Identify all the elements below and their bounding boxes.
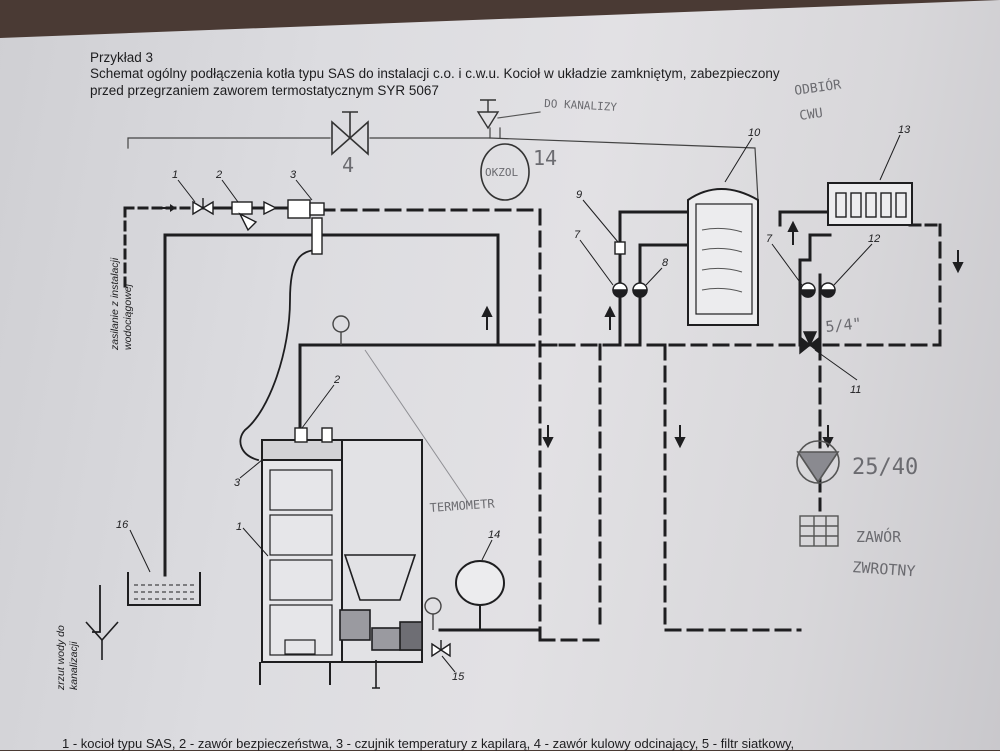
title-line-2: przed przegrzaniem zaworem termostatyczn… (90, 83, 439, 98)
num-3: 3 (234, 477, 241, 489)
leader-12 (833, 243, 873, 286)
num-8: 8 (662, 257, 669, 269)
expansion-vessel-14 (455, 560, 505, 606)
leader-6 (295, 179, 313, 201)
hot-water-tank-10 (687, 188, 759, 326)
arrowhead-down-1 (542, 437, 554, 449)
overflow-line-mid (369, 127, 491, 139)
leader-8 (645, 267, 663, 286)
hand-4: 4 (342, 153, 354, 177)
drain-funnel (85, 621, 119, 660)
tank-return (638, 243, 692, 347)
leader-3 (239, 459, 263, 479)
leader-1 (242, 527, 269, 557)
cwu-line (778, 210, 832, 227)
return-pipe-2 (663, 343, 802, 632)
num-11: 11 (850, 384, 861, 396)
num-7a: 7 (574, 229, 581, 241)
leader-7a (579, 239, 614, 286)
title-line-1: Schemat ogólny podłączenia kotła typu SA… (90, 66, 780, 81)
hand-14: 14 (533, 146, 557, 170)
hand-odbior: ODBIÓR (793, 77, 842, 99)
pump-hand-drawn (796, 440, 840, 484)
drain-tank-16 (92, 572, 201, 633)
num-13: 13 (898, 124, 911, 136)
ball-valve-4 (192, 198, 214, 216)
leader-9 (582, 199, 619, 243)
ball-valve-4-hand (331, 111, 369, 156)
num-7b: 7 (766, 233, 773, 245)
leader-7b (771, 243, 803, 286)
burner-feeder (339, 609, 423, 689)
num-10: 10 (748, 127, 761, 139)
num-5: 2 (215, 169, 222, 181)
arrowhead-up-1 (481, 305, 493, 317)
arrowhead-supply (170, 204, 176, 212)
drain-valve-15 (431, 640, 451, 658)
safety-valve-hand (476, 99, 500, 130)
num-4: 1 (172, 169, 178, 181)
leader-5 (221, 179, 239, 203)
hand-termometr: TERMOMETR (429, 496, 496, 515)
leader-4 (177, 179, 196, 203)
tank-supply (618, 210, 692, 347)
check-valve-hand (799, 515, 839, 547)
num-16: 16 (116, 519, 129, 531)
hand-pipe-size: 5/4" (825, 314, 863, 336)
hand-25-40: 25/40 (852, 455, 918, 480)
thermostatic-valve-6 (263, 199, 325, 255)
boiler-flow-top (163, 233, 500, 347)
num-1: 1 (236, 521, 242, 533)
arrowhead-down-2 (674, 437, 686, 449)
capillary-line (239, 249, 319, 462)
radiator-13 (827, 182, 913, 226)
overflow-line-left (127, 137, 331, 149)
hand-do-kanalizy: DO KANALIZY (544, 97, 618, 114)
mixing-valve-11 (799, 331, 821, 355)
expansion-vessel-hand (480, 143, 530, 201)
hand-zwrotny: ZWROTNY (852, 558, 916, 580)
leader-2 (301, 384, 335, 429)
pencil-line (364, 349, 471, 506)
arrowhead-down-4 (952, 262, 964, 274)
overflow-line-right (489, 137, 759, 201)
check-valve-8 (632, 282, 648, 298)
num-15: 15 (452, 671, 465, 683)
hand-okzol: OKZOL (485, 166, 518, 179)
num-2: 2 (333, 374, 340, 386)
leader-16 (129, 529, 151, 573)
pump-7-left (612, 282, 628, 298)
thermometer-top (332, 315, 350, 345)
num-6: 3 (290, 169, 297, 181)
drain-label-1: zrzut wody do (55, 625, 67, 691)
supply-label-2: wodociągowej (122, 283, 134, 350)
num-14: 14 (488, 529, 500, 541)
pump-7-right (800, 282, 816, 298)
valve-9 (614, 241, 626, 255)
return-pipe-main (318, 208, 542, 642)
radiator-supply (798, 233, 832, 347)
leader-11 (814, 349, 858, 381)
hand-cwu: CWU (798, 106, 823, 124)
num-12: 12 (868, 233, 880, 245)
arrowhead-up-2 (604, 305, 616, 317)
thermometer-bottom (424, 597, 442, 630)
safety-valve-2 (294, 427, 333, 443)
check-valve-12 (820, 282, 836, 298)
drain-line-hand (497, 111, 541, 119)
num-9: 9 (576, 189, 582, 201)
leader-13 (879, 134, 901, 181)
hand-zawor: ZAWÓR (856, 527, 902, 546)
strainer-5 (231, 201, 258, 232)
arrowhead-up-3 (787, 220, 799, 232)
legend-text: 1 - kocioł typu SAS, 2 - zawór bezpiecze… (62, 736, 795, 751)
example-heading: Przykład 3 (90, 50, 154, 65)
leader-14 (481, 539, 493, 561)
drain-label-2: kanalizacji (68, 641, 80, 690)
leader-10 (724, 137, 753, 183)
leader-15 (441, 655, 456, 673)
supply-label-1: zasilanie z instalacji (109, 257, 121, 351)
